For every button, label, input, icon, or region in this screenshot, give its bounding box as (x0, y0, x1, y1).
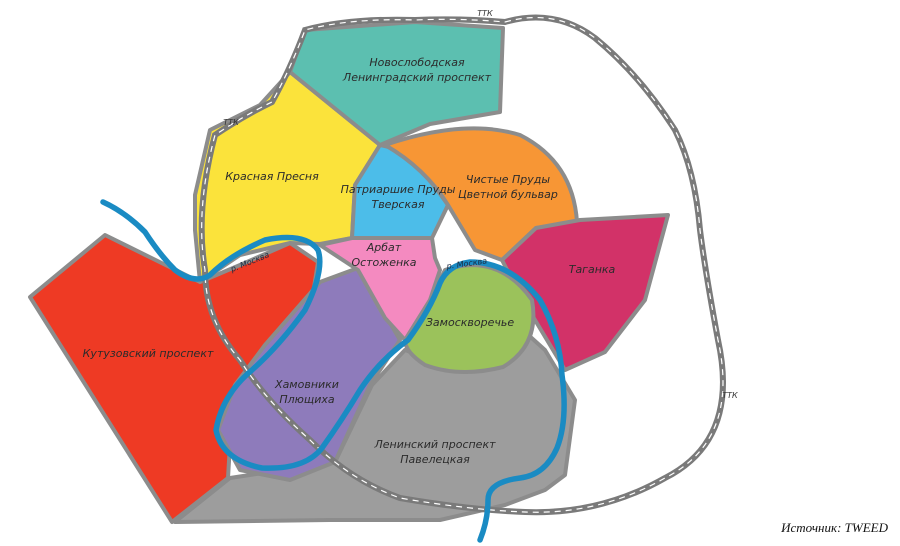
district-label-line: Замоскворечье (426, 316, 514, 329)
source-note: Источник: TWEED (780, 520, 888, 535)
ttk-label-top: ТТК (477, 9, 493, 18)
moskva-river (100, 199, 567, 543)
district-label-zamoskvorechye: Замоскворечье (426, 316, 514, 329)
ttk-label-left: ТТК (223, 118, 239, 127)
district-label-line: Ленинградский проспект (342, 71, 492, 84)
district-label-line: Красная Пресня (225, 170, 319, 183)
district-label-line: Новослободская (369, 56, 465, 69)
district-arbat (318, 236, 442, 342)
district-label-line: Таганка (569, 263, 616, 276)
district-label-line: Хамовники (274, 378, 339, 391)
district-label-kutuzovsky: Кутузовский проспект (83, 347, 214, 360)
district-label-line: Цветной бульвар (458, 188, 558, 201)
district-label-line: Кутузовский проспект (83, 347, 214, 360)
district-label-line: Павелецкая (400, 453, 470, 466)
district-label-krasnaya-presnya: Красная Пресня (225, 170, 319, 183)
district-label-line: Чистые Пруды (466, 173, 550, 186)
district-label-taganka: Таганка (569, 263, 616, 276)
district-label-line: Остоженка (351, 256, 416, 269)
district-label-line: Патриаршие Пруды (341, 183, 456, 196)
district-label-line: Арбат (366, 241, 402, 254)
district-chistye-prudy (383, 126, 579, 262)
district-label-line: Плющиха (279, 393, 335, 406)
district-label-line: Тверская (371, 198, 424, 211)
district-label-line: Ленинский проспект (373, 438, 496, 451)
ttk-label-right: ТТК (722, 391, 738, 400)
ttk-ring-road (198, 14, 726, 516)
